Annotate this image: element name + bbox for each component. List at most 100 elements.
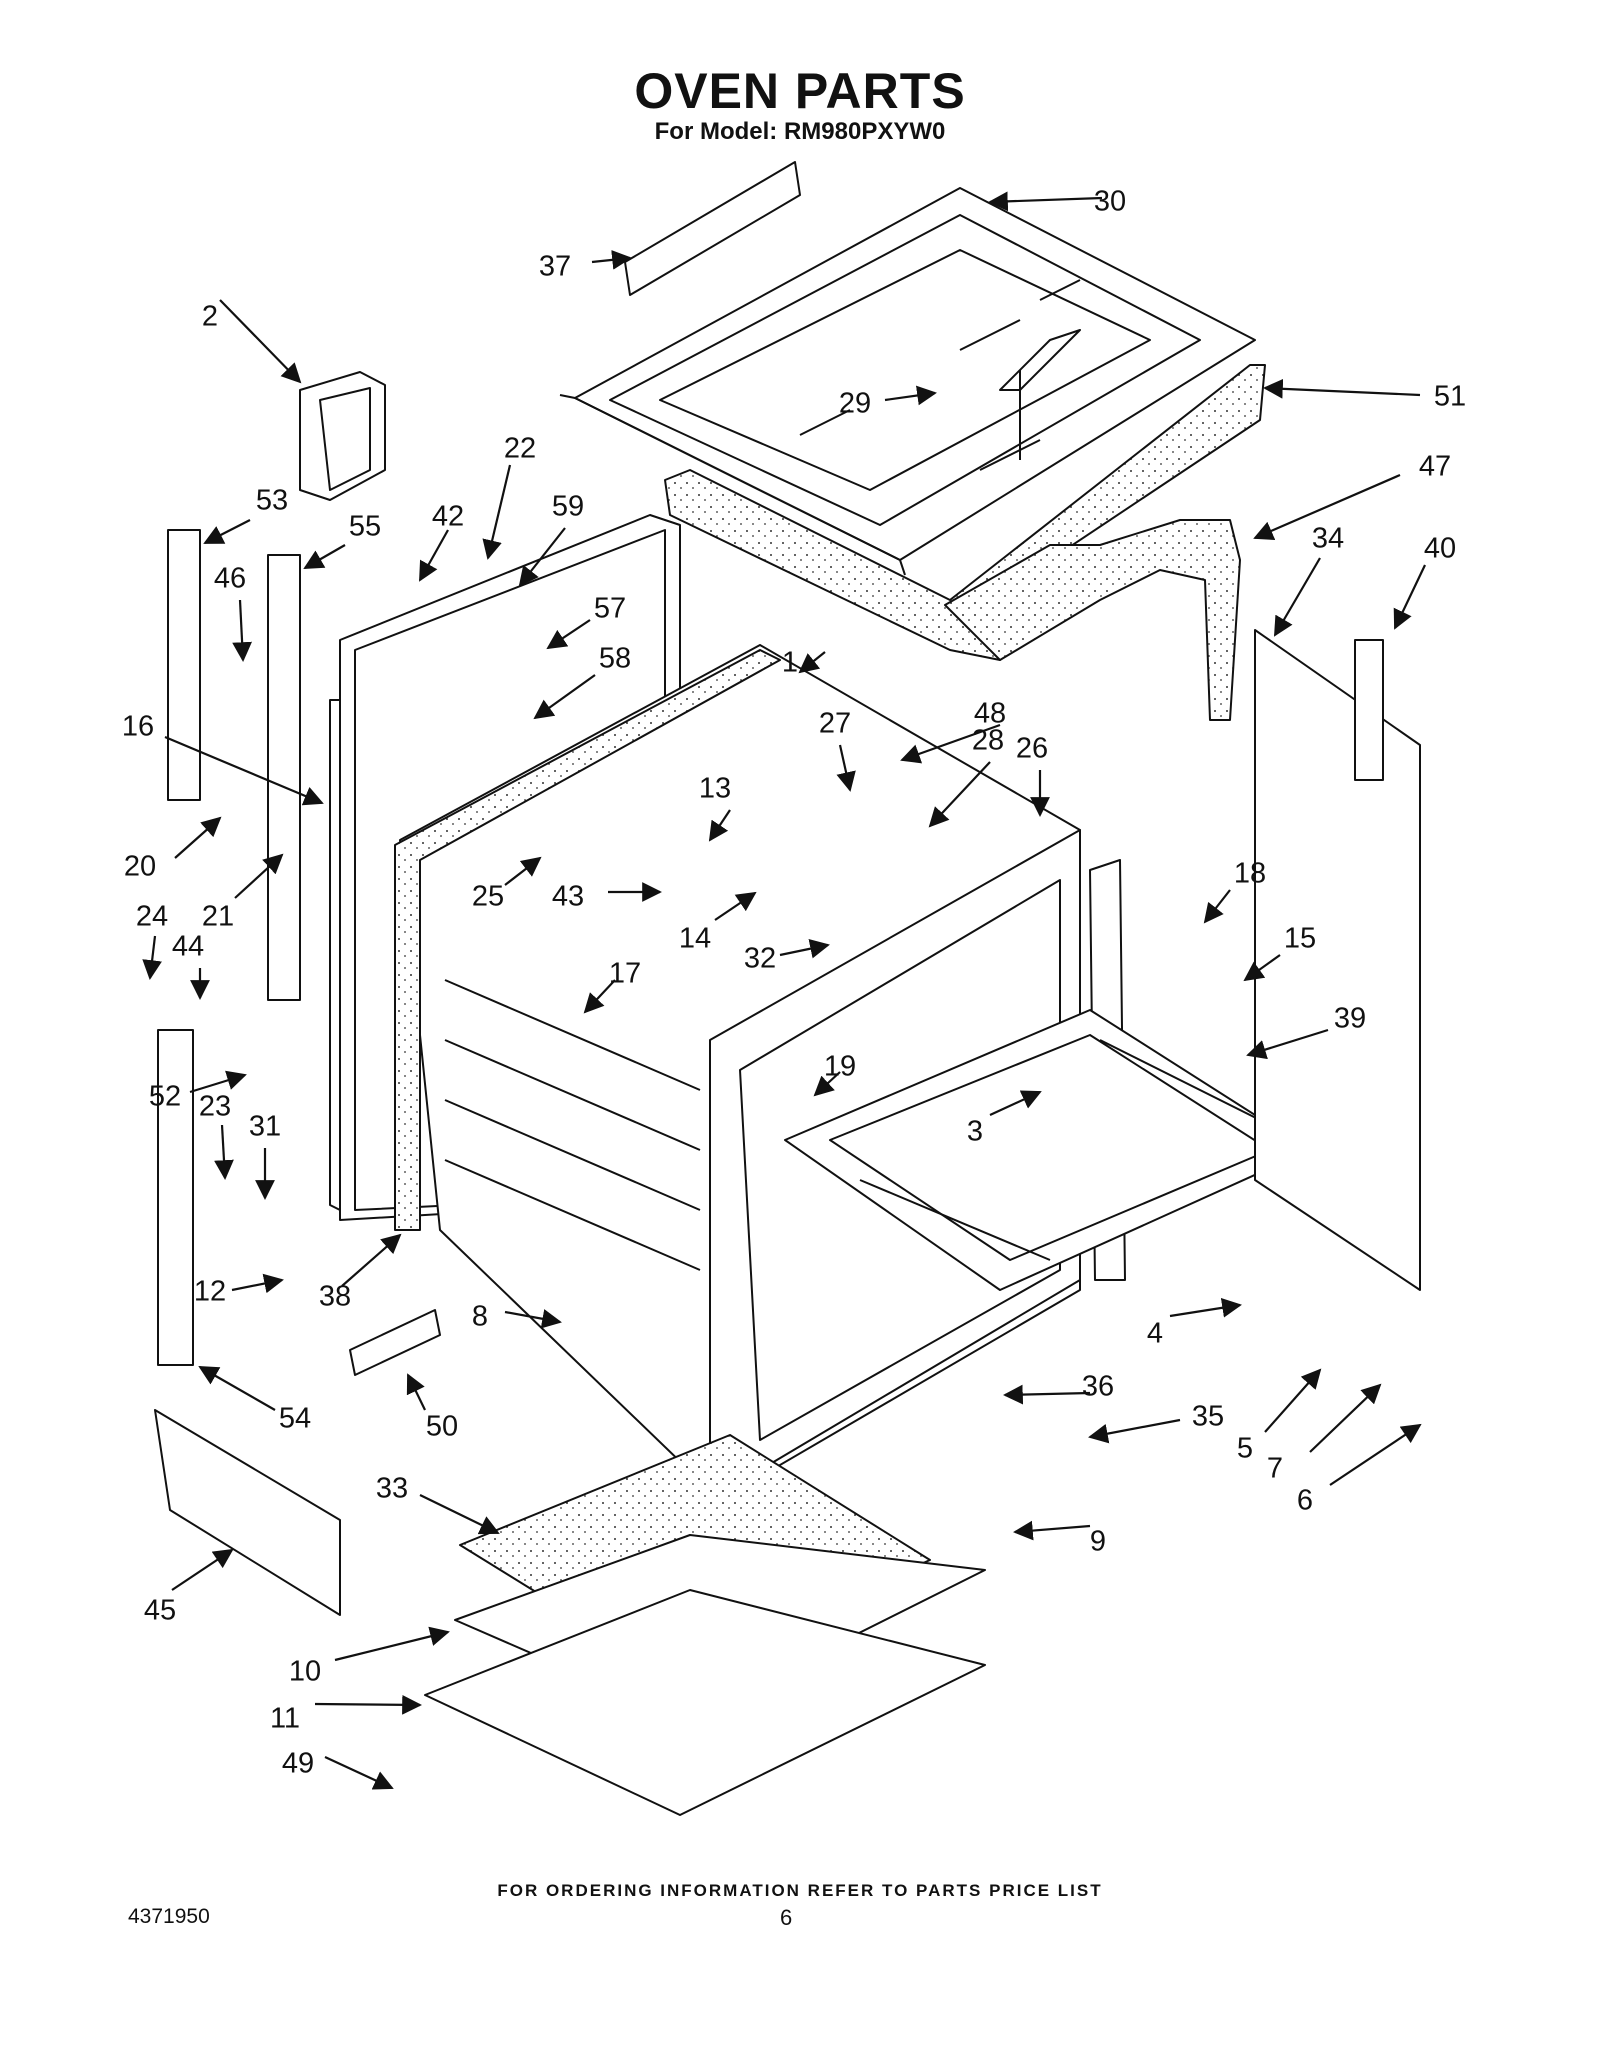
leader-arrow-42 (419, 529, 449, 582)
leader-arrow-19 (813, 1071, 841, 1097)
leader-arrow-50 (406, 1373, 426, 1411)
callout-label-48: 48 (974, 698, 1006, 730)
callout-label-5: 5 (1237, 1433, 1253, 1465)
leader-arrow-10 (334, 1626, 450, 1662)
callout-label-17: 17 (609, 958, 641, 990)
leader-arrow-4 (1169, 1297, 1242, 1318)
leader-arrow-52 (189, 1070, 247, 1094)
leader-arrow-14 (714, 891, 757, 921)
callout-label-12: 12 (194, 1276, 226, 1308)
callout-label-16: 16 (122, 711, 154, 743)
ordering-note: FOR ORDERING INFORMATION REFER TO PARTS … (497, 1881, 1103, 1900)
leader-arrow-1 (798, 651, 826, 674)
callout-label-52: 52 (149, 1081, 181, 1113)
callout-label-32: 32 (744, 943, 776, 975)
callout-label-18: 18 (1234, 858, 1266, 890)
leader-arrow-54 (198, 1366, 276, 1411)
leader-arrow-58 (533, 674, 596, 720)
callout-label-14: 14 (679, 923, 711, 955)
leader-arrow-22 (482, 464, 512, 560)
callout-label-36: 36 (1082, 1371, 1114, 1403)
callout-label-33: 33 (376, 1473, 408, 1505)
part-box (299, 371, 386, 501)
callout-label-28: 28 (972, 725, 1004, 757)
callout-label-25: 25 (472, 881, 504, 913)
callout-label-20: 20 (124, 851, 156, 883)
leader-arrow-16 (164, 735, 324, 806)
callout-label-58: 58 (599, 643, 631, 675)
callout-label-38: 38 (319, 1281, 351, 1313)
callout-label-2: 2 (202, 301, 218, 333)
callout-label-43: 43 (552, 881, 584, 913)
callout-label-26: 26 (1016, 733, 1048, 765)
leader-arrow-55 (303, 544, 346, 569)
leader-arrow-53 (203, 519, 251, 544)
callout-label-44: 44 (172, 931, 204, 963)
callout-label-8: 8 (472, 1301, 488, 1333)
callout-label-42: 42 (432, 501, 464, 533)
leader-arrow-33 (419, 1494, 500, 1535)
part-right-side-panel (1254, 629, 1421, 1291)
leader-arrow-12 (231, 1273, 284, 1294)
leader-arrow-35 (1088, 1418, 1181, 1444)
leader-arrow-47 (1253, 473, 1401, 540)
leader-arrow-3 (989, 1090, 1042, 1116)
leader-arrow-59 (518, 527, 566, 587)
callout-label-49: 49 (282, 1748, 314, 1780)
leader-arrow-34 (1274, 557, 1321, 637)
leader-arrow-8 (504, 1309, 562, 1329)
callout-label-11: 11 (270, 1703, 300, 1735)
callout-label-37: 37 (539, 251, 571, 283)
callout-label-53: 53 (256, 485, 288, 517)
leader-arrow-30 (988, 191, 1103, 212)
page-number: 6 (780, 1905, 793, 1930)
callout-label-3: 3 (967, 1116, 983, 1148)
callout-label-29: 29 (839, 388, 871, 420)
callout-label-57: 57 (594, 593, 626, 625)
leader-arrow-51 (1263, 378, 1421, 399)
part-bracket-50 (349, 1309, 441, 1376)
leader-arrow-18 (1203, 889, 1231, 924)
leader-arrow-9 (1013, 1520, 1091, 1541)
callout-label-54: 54 (279, 1403, 311, 1435)
leader-arrow-36 (1003, 1384, 1091, 1405)
callout-label-34: 34 (1312, 523, 1344, 555)
leader-arrow-17 (583, 979, 616, 1014)
callout-label-47: 47 (1419, 451, 1451, 483)
leader-arrow-28 (928, 761, 991, 828)
callout-label-15: 15 (1284, 923, 1316, 955)
leader-arrow-27 (836, 744, 856, 792)
callout-label-35: 35 (1192, 1401, 1224, 1433)
callout-label-6: 6 (1297, 1485, 1313, 1517)
model-subtitle: For Model: RM980PXYW0 (654, 118, 946, 145)
callout-label-46: 46 (214, 563, 246, 595)
leader-arrow-20 (174, 816, 222, 859)
leader-arrow-32 (779, 938, 830, 959)
leader-arrow-38 (341, 1233, 402, 1287)
leader-arrow-23 (214, 1124, 234, 1180)
leader-arrow-15 (1243, 954, 1281, 982)
callout-label-51: 51 (1434, 381, 1466, 413)
part-top-frame (559, 187, 1256, 576)
callout-label-45: 45 (144, 1595, 176, 1627)
part-bottom-tray-lower (424, 1589, 986, 1816)
leader-arrow-6 (1329, 1423, 1422, 1486)
leader-arrow-37 (591, 250, 632, 270)
leader-arrow-45 (171, 1548, 234, 1591)
leader-arrow-7 (1309, 1383, 1382, 1453)
leader-arrow-48 (900, 723, 1001, 764)
callout-label-23: 23 (199, 1091, 231, 1123)
callout-label-19: 19 (824, 1051, 856, 1083)
callout-label-4: 4 (1147, 1318, 1163, 1350)
part-strip (624, 161, 801, 296)
leader-arrow-29 (884, 385, 937, 406)
page-title: OVEN PARTS (634, 63, 966, 119)
callout-label-9: 9 (1090, 1526, 1106, 1558)
callout-label-50: 50 (426, 1411, 458, 1443)
leader-arrow-24 (142, 935, 162, 980)
leader-arrow-11 (314, 1694, 422, 1715)
leader-arrow-39 (1246, 1028, 1329, 1060)
callout-label-55: 55 (349, 511, 381, 543)
leader-arrow-57 (546, 619, 591, 650)
